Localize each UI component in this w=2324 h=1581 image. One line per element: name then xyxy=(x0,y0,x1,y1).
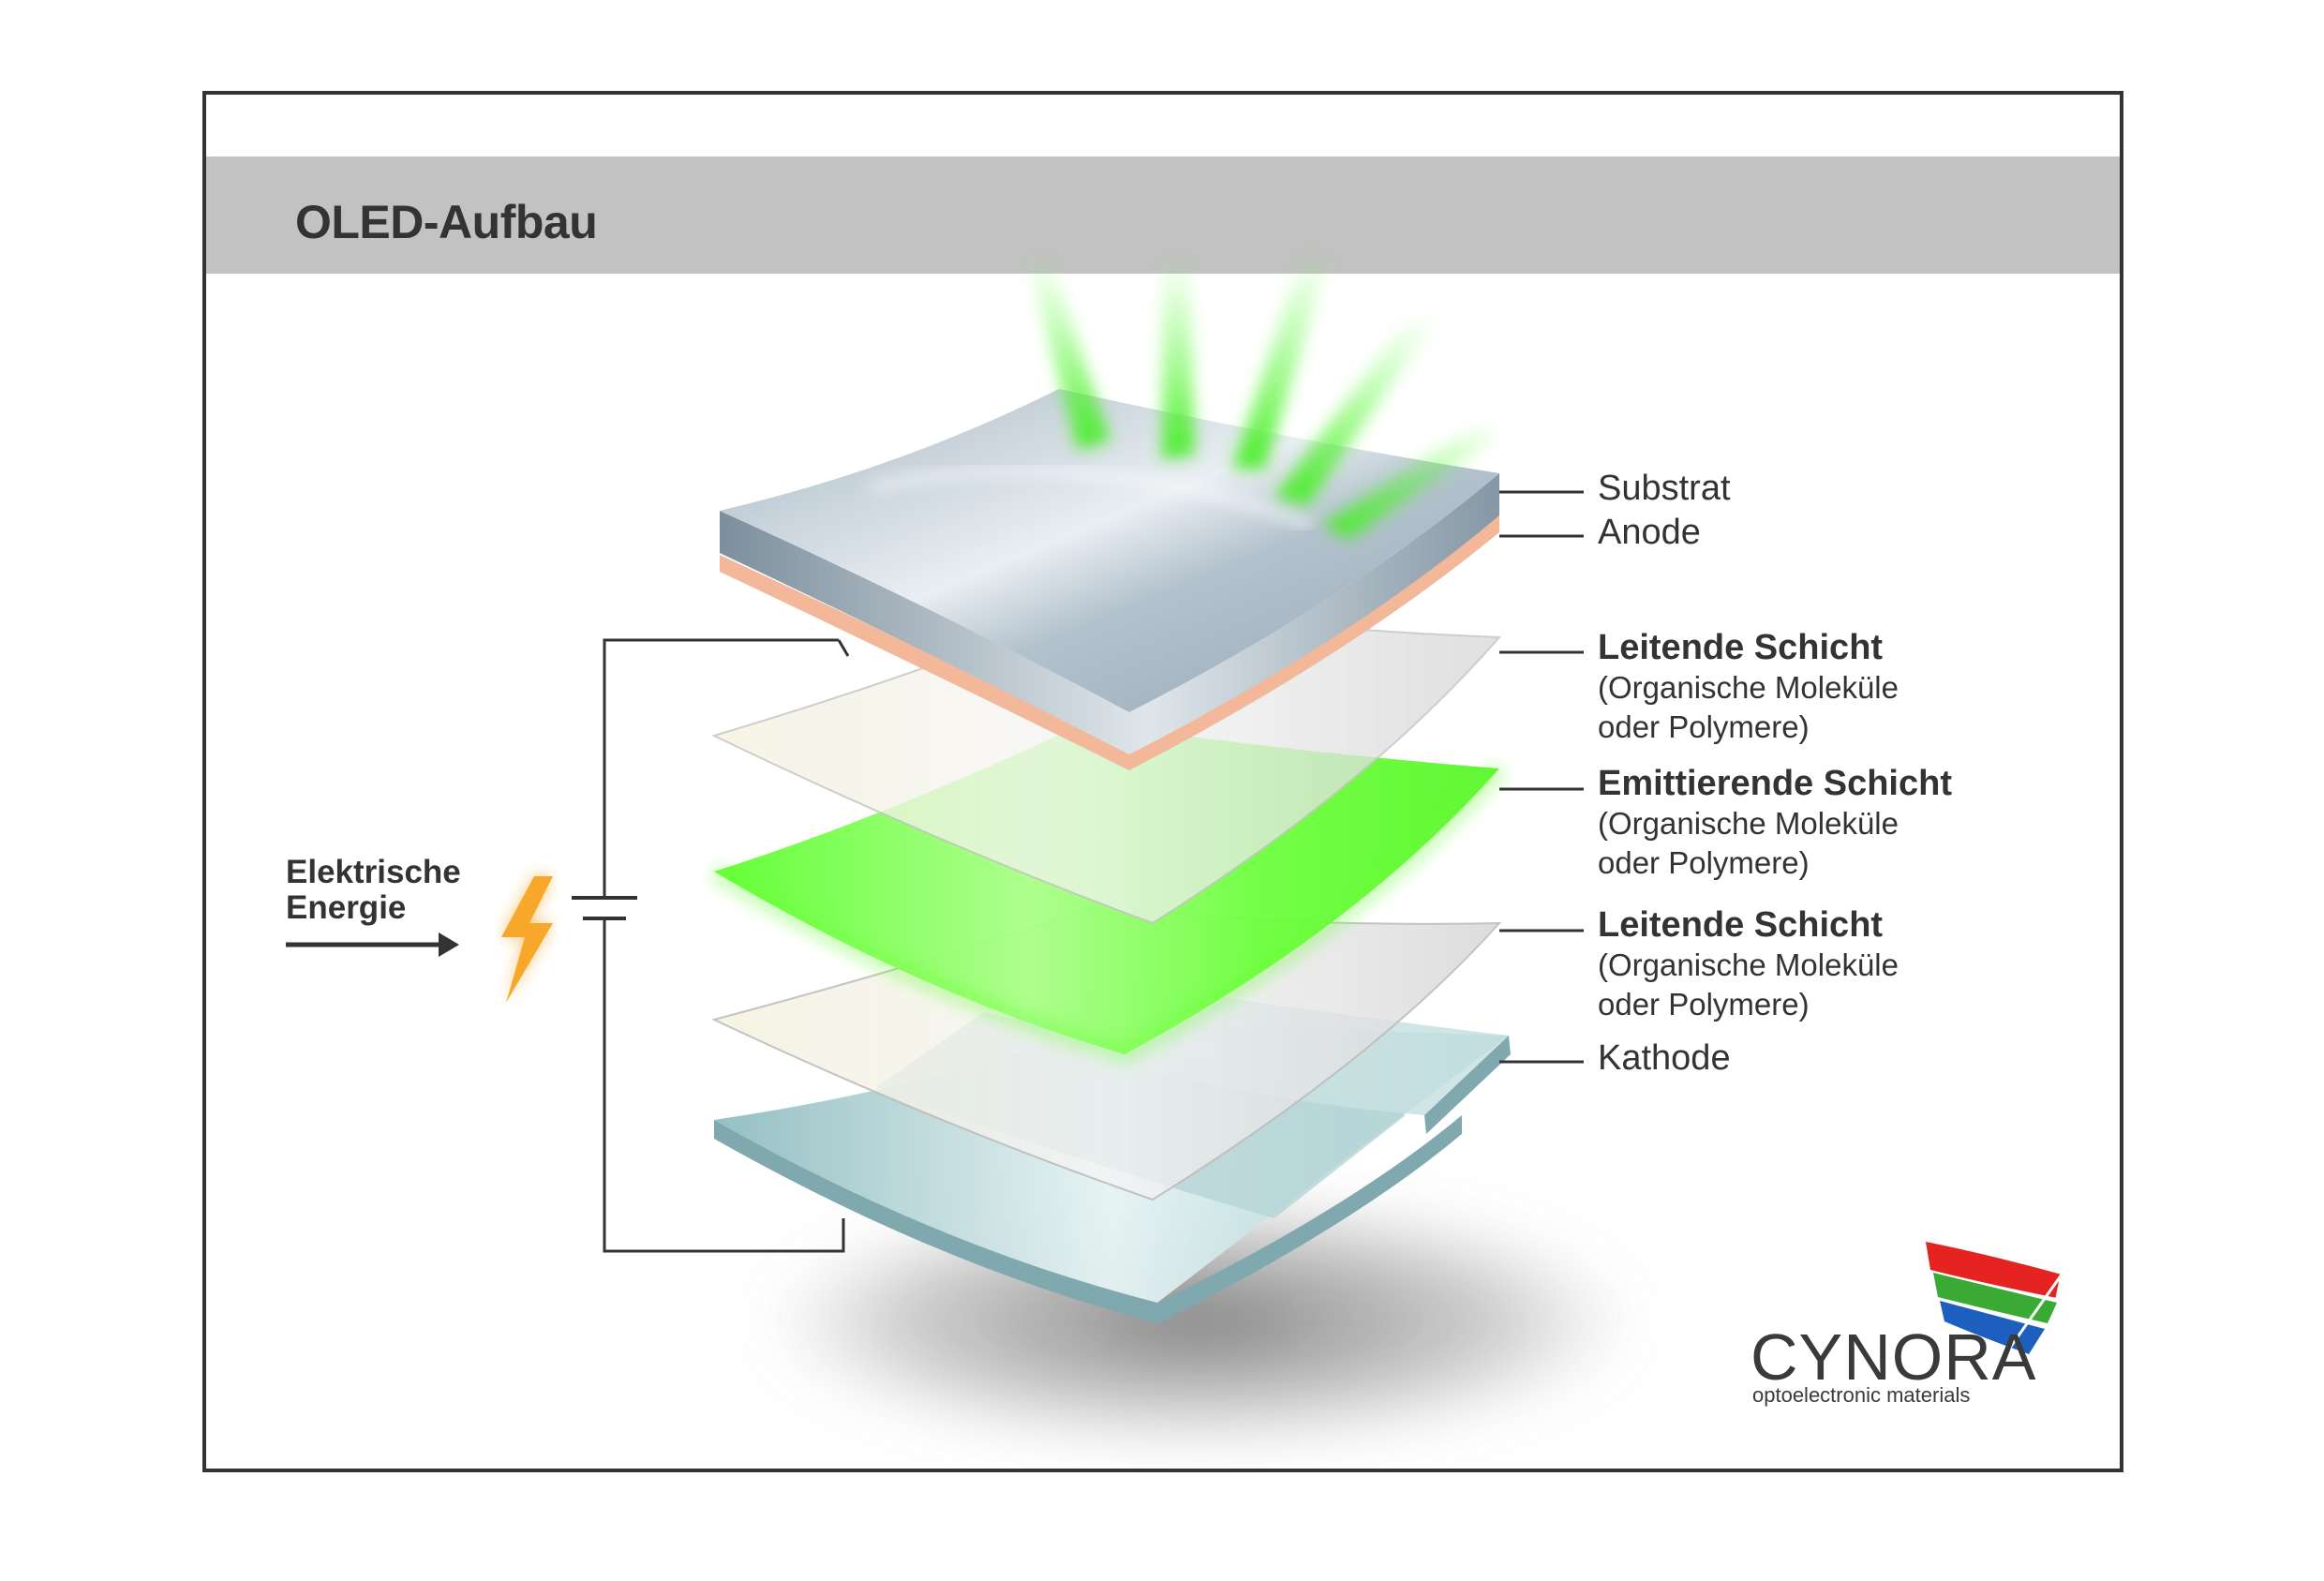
battery-symbol xyxy=(572,896,637,920)
label-conductive-layer-2-name: Leitende Schicht xyxy=(1598,905,1884,945)
label-leader-lines xyxy=(1499,490,1584,1064)
label-conductive-layer-1-name: Leitende Schicht xyxy=(1598,628,1884,667)
emitting-layer-glow xyxy=(708,762,1507,1065)
label-substrat: Substrat xyxy=(1598,469,1731,508)
label-emitting-layer: Emittierende Schicht (Organische Molekül… xyxy=(1598,764,1952,883)
label-conductive-layer-2-sub1: (Organische Moleküle xyxy=(1598,947,1899,982)
label-anode: Anode xyxy=(1598,513,1701,552)
label-emitting-layer-sub1: (Organische Moleküle xyxy=(1598,806,1899,841)
label-conductive-layer-2: Leitende Schicht (Organische Moleküle od… xyxy=(1598,905,1899,1024)
cynora-logo-mark xyxy=(1926,1242,2063,1355)
energy-label: Elektrische Energie xyxy=(286,855,461,926)
page-title: OLED-Aufbau xyxy=(295,196,598,248)
label-kathode: Kathode xyxy=(1598,1038,1731,1078)
label-emitting-layer-name: Emittierende Schicht xyxy=(1598,764,1952,803)
light-rays xyxy=(1026,248,1499,539)
energy-label-line1: Elektrische xyxy=(286,854,461,890)
lightning-icon xyxy=(501,876,553,1003)
label-conductive-layer-2-sub2: oder Polymere) xyxy=(1598,987,1810,1022)
label-conductive-layer-1: Leitende Schicht (Organische Moleküle od… xyxy=(1598,628,1899,747)
label-emitting-layer-sub2: oder Polymere) xyxy=(1598,845,1810,880)
label-conductive-layer-1-sub1: (Organische Moleküle xyxy=(1598,670,1899,705)
circuit-wires xyxy=(603,638,850,1253)
energy-arrow xyxy=(286,932,459,957)
energy-label-line2: Energie xyxy=(286,889,407,926)
cynora-logo-tagline: optoelectronic materials xyxy=(1752,1383,1971,1407)
cynora-logo-text: CYNORA xyxy=(1750,1320,2037,1394)
label-conductive-layer-1-sub2: oder Polymere) xyxy=(1598,709,1810,744)
anode-layer xyxy=(720,515,1499,770)
